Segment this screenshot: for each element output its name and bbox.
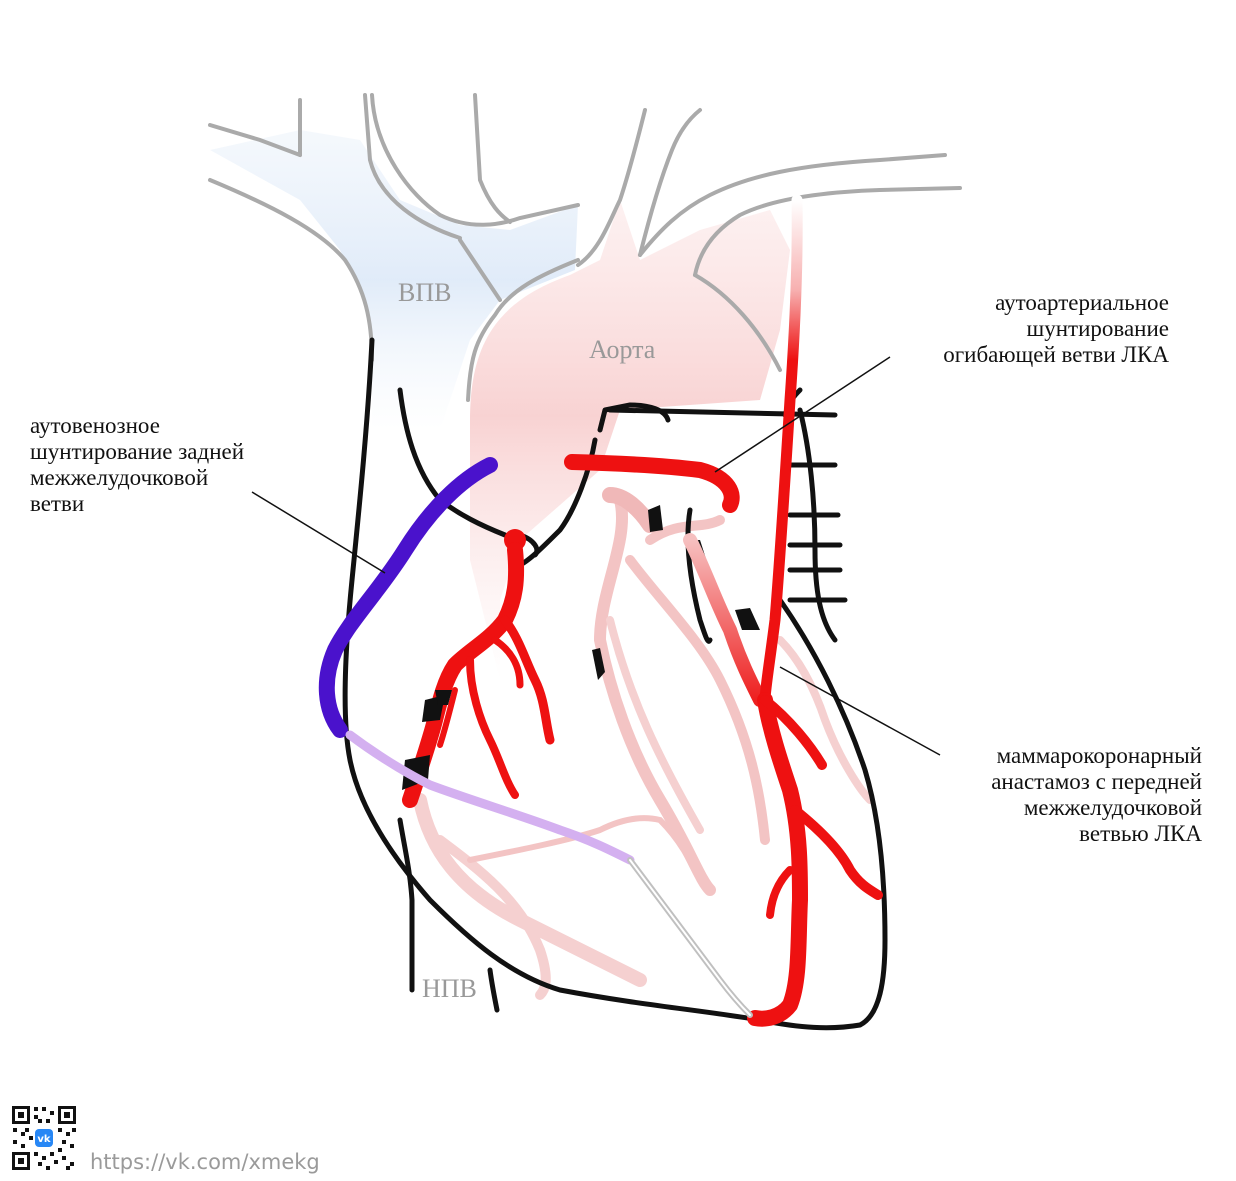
aorta-label: Аорта bbox=[589, 335, 656, 364]
label-line: маммарокоронарный bbox=[996, 743, 1202, 768]
aorta bbox=[470, 108, 962, 680]
label-line: шунтирование задней bbox=[30, 439, 245, 464]
black-stenosis-marks bbox=[402, 505, 760, 790]
label-line: межжелудочковой bbox=[1023, 795, 1202, 820]
label-autoarterial-graft: аутоартериальное шунтирование огибающей … bbox=[943, 290, 1169, 368]
site-url-link[interactable]: https://vk.com/xmekg bbox=[90, 1150, 320, 1174]
left-anterior-descending bbox=[683, 533, 767, 707]
autoarterial-graft bbox=[564, 454, 740, 513]
right-coronary-artery bbox=[402, 529, 555, 808]
qr-code-icon[interactable]: vk bbox=[10, 1104, 78, 1172]
label-line: ветвью ЛКА bbox=[1079, 821, 1202, 846]
mammary-artery-graft bbox=[747, 194, 883, 1027]
label-mammary-anastomosis: маммарокоронарный анастамоз с передней м… bbox=[991, 743, 1202, 847]
qr-badge-text: vk bbox=[37, 1134, 51, 1145]
label-autovenous-graft: аутовенозное шунтирование задней межжелу… bbox=[30, 413, 244, 517]
label-line: аутоартериальное bbox=[995, 290, 1169, 315]
label-line: межжелудочковой bbox=[30, 465, 209, 490]
label-line: анастамоз с передней bbox=[991, 769, 1202, 794]
label-line: ветви bbox=[30, 491, 85, 516]
ivc-label: НПВ bbox=[422, 974, 477, 1003]
autovenous-graft bbox=[318, 457, 753, 1018]
label-line: аутовенозное bbox=[30, 413, 160, 438]
superior-vena-cava bbox=[208, 93, 580, 430]
leader-lines bbox=[251, 356, 941, 756]
label-line: шунтирование bbox=[1026, 316, 1169, 341]
svc-label: ВПВ bbox=[398, 278, 452, 307]
label-line: огибающей ветви ЛКА bbox=[943, 342, 1169, 367]
